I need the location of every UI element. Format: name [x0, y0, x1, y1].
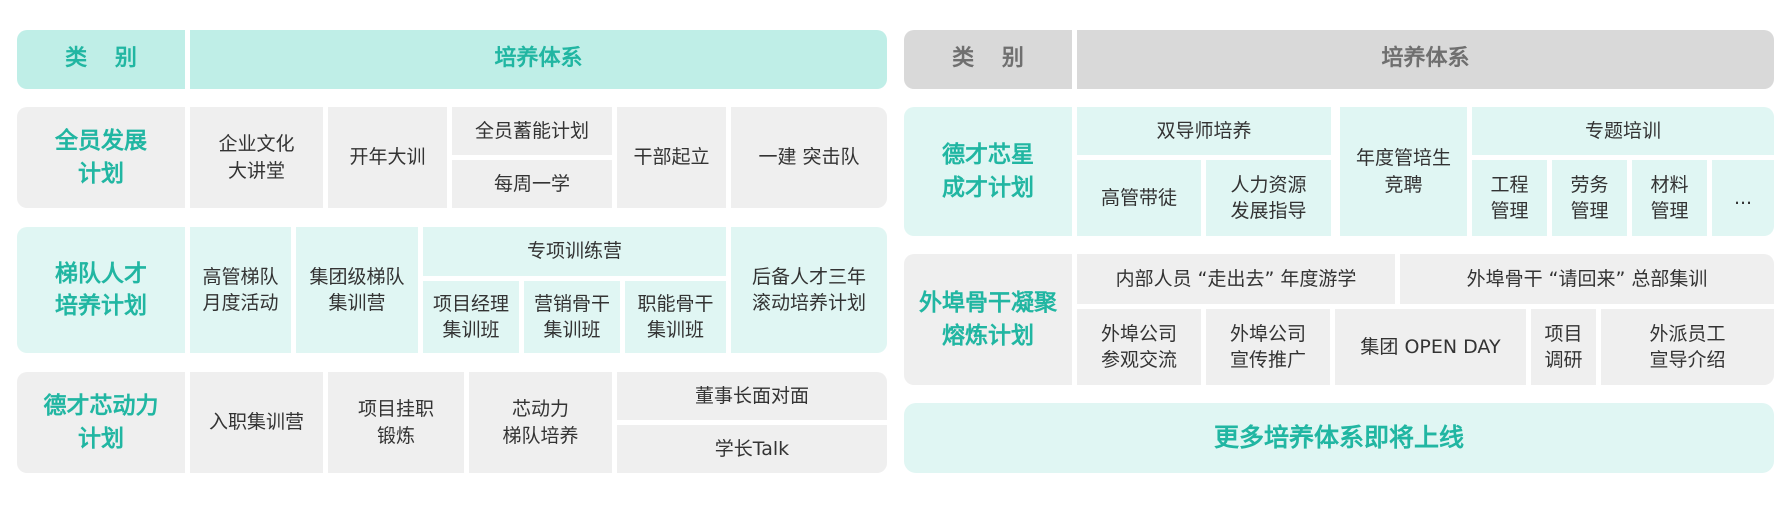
item-sales-class: 营销骨干 集训班	[524, 281, 620, 353]
item-go-out-study: 内部人员 “走出去” 年度游学	[1077, 254, 1395, 304]
item-strike-team: 一建 突击队	[731, 107, 887, 208]
right-header-system: 培养体系	[1077, 30, 1774, 89]
item-dual-mentor: 双导师培养	[1077, 107, 1331, 155]
row-category-outsite: 外埠骨干凝聚 熔炼计划	[904, 254, 1072, 385]
item-cadre-rise: 干部起立	[617, 107, 726, 208]
item-expat-intro: 外派员工 宣导介绍	[1601, 309, 1774, 385]
item-more-dots: ...	[1712, 160, 1774, 236]
row-category-echelon: 梯队人才 培养计划	[17, 227, 185, 353]
left-header-category: 类 别	[17, 30, 185, 89]
item-project-post: 项目挂职 锻炼	[328, 372, 464, 473]
item-chairman-talk: 董事长面对面	[617, 372, 887, 420]
coming-soon-banner: 更多培养体系即将上线	[904, 403, 1774, 473]
item-core-echelon: 芯动力 梯队培养	[469, 372, 612, 473]
item-topic-training: 专题培训	[1472, 107, 1774, 155]
item-exec-mentor: 高管带徒	[1077, 160, 1201, 236]
item-exec-monthly: 高管梯队 月度活动	[190, 227, 291, 353]
row-category-core-power: 德才芯动力 计划	[17, 372, 185, 473]
item-engineering: 工程 管理	[1472, 160, 1547, 236]
item-reserve-plan: 后备人才三年 滚动培养计划	[731, 227, 887, 353]
item-bring-back-training: 外埠骨干 “请回来” 总部集训	[1400, 254, 1774, 304]
item-senior-talk: 学长Talk	[617, 425, 887, 473]
item-company-promo: 外埠公司 宣传推广	[1206, 309, 1330, 385]
item-hr-guide: 人力资源 发展指导	[1206, 160, 1331, 236]
row-category-all-staff: 全员发展 计划	[17, 107, 185, 208]
item-open-day: 集团 OPEN DAY	[1335, 309, 1526, 385]
item-company-visit: 外埠公司 参观交流	[1077, 309, 1201, 385]
item-trainee-compete: 年度管培生 竞聘	[1340, 107, 1467, 236]
item-special-camp: 专项训练营	[423, 227, 726, 276]
item-kickoff-training: 开年大训	[328, 107, 447, 208]
item-material: 材料 管理	[1632, 160, 1707, 236]
item-labor: 劳务 管理	[1552, 160, 1627, 236]
row-category-star: 德才芯星 成才计划	[904, 107, 1072, 236]
item-culture-lecture: 企业文化 大讲堂	[190, 107, 323, 208]
item-onboard-camp: 入职集训营	[190, 372, 323, 473]
item-group-camp: 集团级梯队 集训营	[296, 227, 418, 353]
item-project-research: 项目 调研	[1531, 309, 1596, 385]
right-header-category: 类 别	[904, 30, 1072, 89]
item-weekly-learning: 每周一学	[452, 160, 612, 208]
item-pm-class: 项目经理 集训班	[423, 281, 519, 353]
item-function-class: 职能骨干 集训班	[625, 281, 726, 353]
left-header-system: 培养体系	[190, 30, 887, 89]
item-energy-plan: 全员蓄能计划	[452, 107, 612, 155]
